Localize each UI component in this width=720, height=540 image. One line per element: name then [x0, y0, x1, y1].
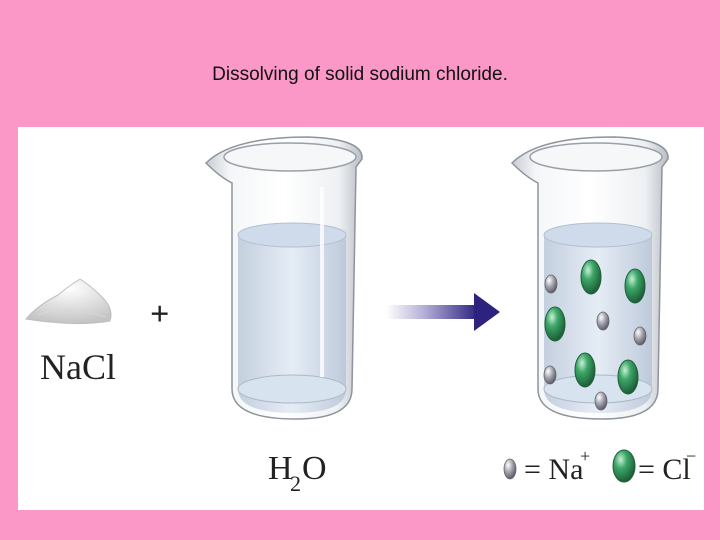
chloride-ion	[617, 359, 639, 395]
legend-chloride-label: = Cl	[638, 453, 691, 486]
plus-sign: +	[150, 296, 169, 333]
chloride-ion	[624, 268, 646, 304]
chloride-ion	[544, 306, 566, 342]
reaction-arrow	[386, 293, 500, 331]
legend-sodium-charge: +	[580, 446, 590, 466]
sodium-ion	[633, 326, 647, 346]
legend-sodium-label: = Na	[524, 453, 583, 486]
water-label-h: H	[268, 450, 293, 487]
illustration-panel: NaCl + H 2 O	[18, 127, 704, 510]
dissolved-ions	[543, 259, 647, 411]
water-beaker	[204, 136, 363, 420]
ion-legend: = Na + = Cl −	[503, 446, 696, 486]
water-label-o: O	[302, 450, 327, 487]
salt-pile	[25, 278, 112, 325]
sodium-ion	[594, 391, 608, 411]
chloride-ion	[580, 259, 602, 295]
dissolving-diagram: NaCl + H 2 O	[25, 136, 696, 496]
sodium-ion	[544, 274, 558, 294]
water-label-subscript: 2	[290, 471, 301, 496]
sodium-ion	[596, 311, 610, 331]
chloride-ion	[574, 352, 596, 388]
sodium-ion	[543, 365, 557, 385]
water-label: H 2 O	[268, 450, 327, 496]
legend-sodium-icon	[503, 458, 517, 480]
slide-title: Dissolving of solid sodium chloride.	[212, 64, 508, 85]
legend-chloride-icon	[612, 449, 636, 483]
legend-chloride-charge: −	[686, 446, 696, 466]
nacl-label: NaCl	[40, 347, 116, 387]
